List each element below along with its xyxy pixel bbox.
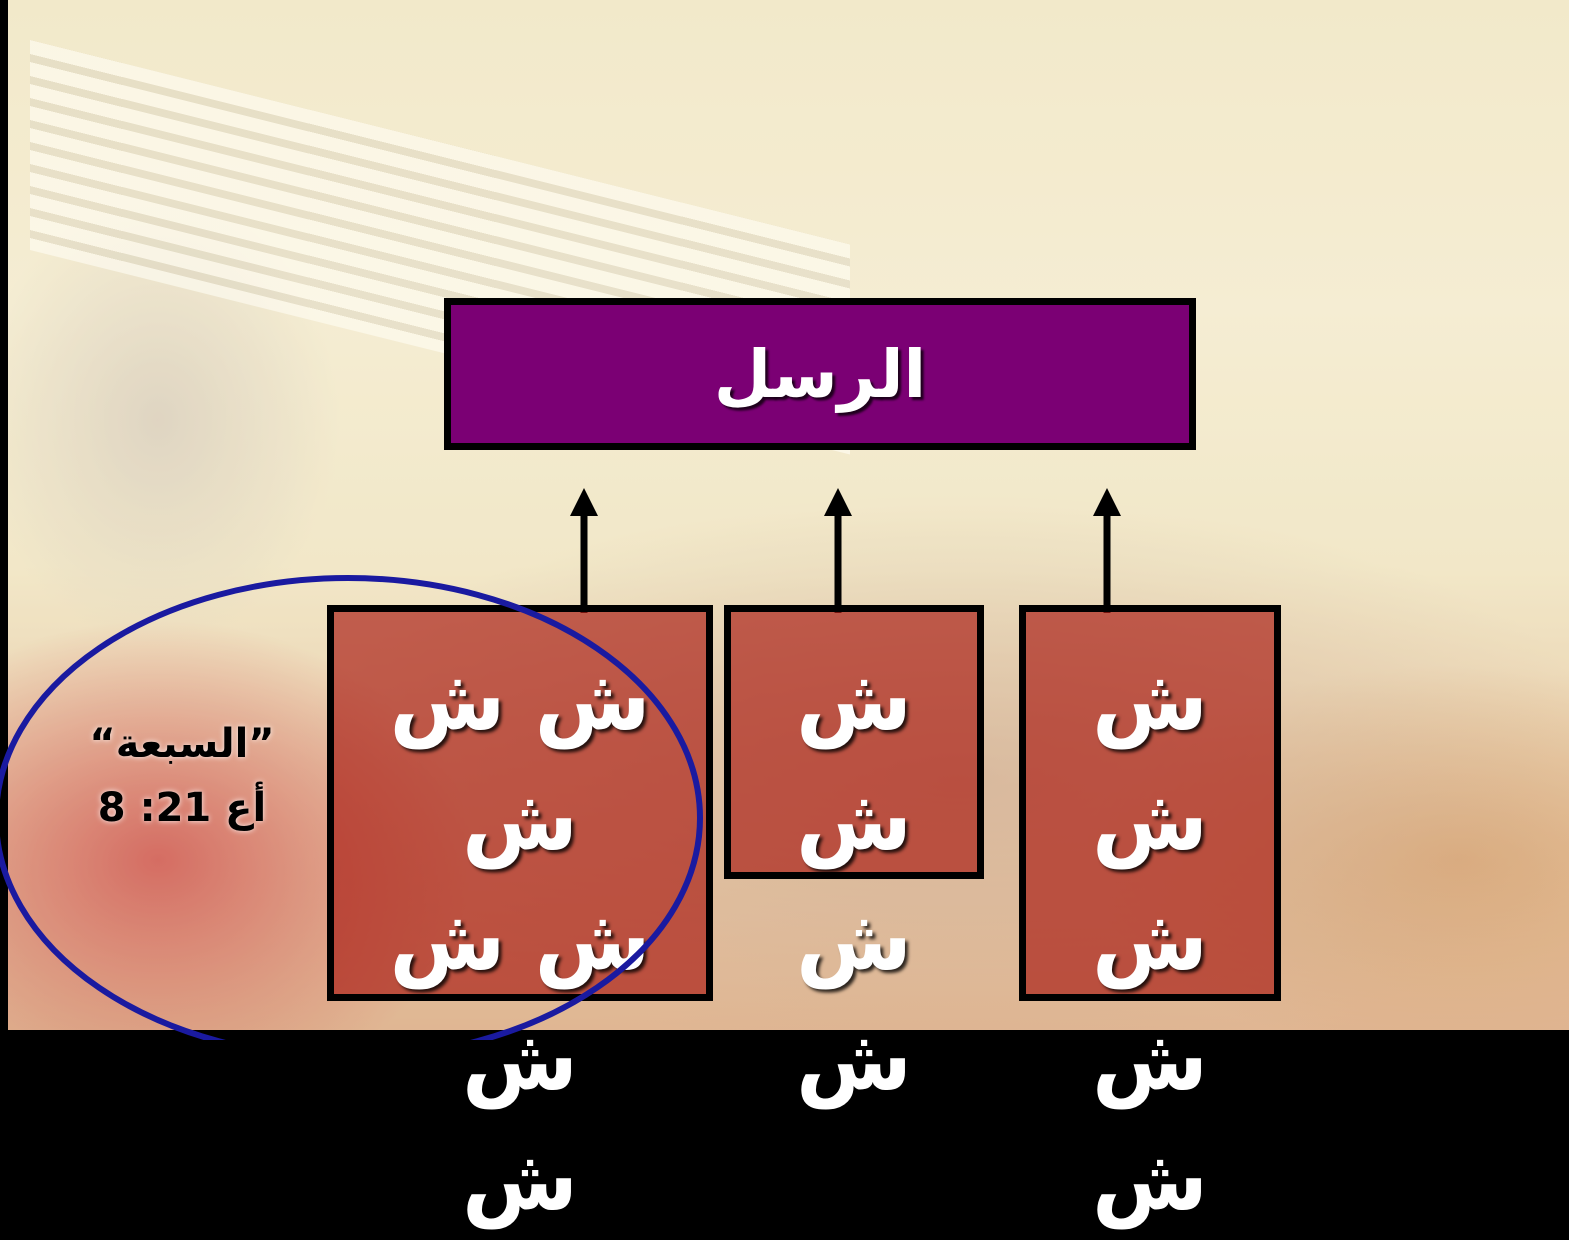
group-left-text: ش ش ش ش ش ش ش <box>334 640 706 1240</box>
apostles-node: الرسل <box>444 298 1196 450</box>
arrow-up-icon <box>1093 488 1121 613</box>
arrow-up-icon <box>570 488 598 613</box>
group-right-line-3: ش <box>1092 1131 1208 1229</box>
group-box-middle: ش ش ش ش <box>724 605 984 1109</box>
group-box-left: ش ش ش ش ش ش ش <box>327 605 713 1229</box>
scripture-reference: أع 21: 8 <box>97 785 267 831</box>
group-right-line-1: ش ش <box>1092 651 1208 869</box>
group-right-line-2: ش ش <box>1092 891 1208 1109</box>
group-left-line-2: ش ش ش <box>389 891 651 1109</box>
group-left-line-1: ش ش ش <box>389 651 651 869</box>
seven-title: ”السبعة“ <box>89 721 275 767</box>
arrow-up-icon <box>824 488 852 613</box>
apostles-label: الرسل <box>713 335 927 413</box>
group-left-line-3: ش <box>462 1131 578 1229</box>
seven-annotation: ”السبعة“ أع 21: 8 <box>62 712 302 840</box>
group-box-right: ش ش ش ش ش <box>1019 605 1281 1229</box>
group-middle-line-2: ش ش <box>796 891 912 1109</box>
group-right-text: ش ش ش ش ش <box>1026 640 1274 1240</box>
group-middle-text: ش ش ش ش <box>731 640 977 1120</box>
group-middle-line-1: ش ش <box>796 651 912 869</box>
